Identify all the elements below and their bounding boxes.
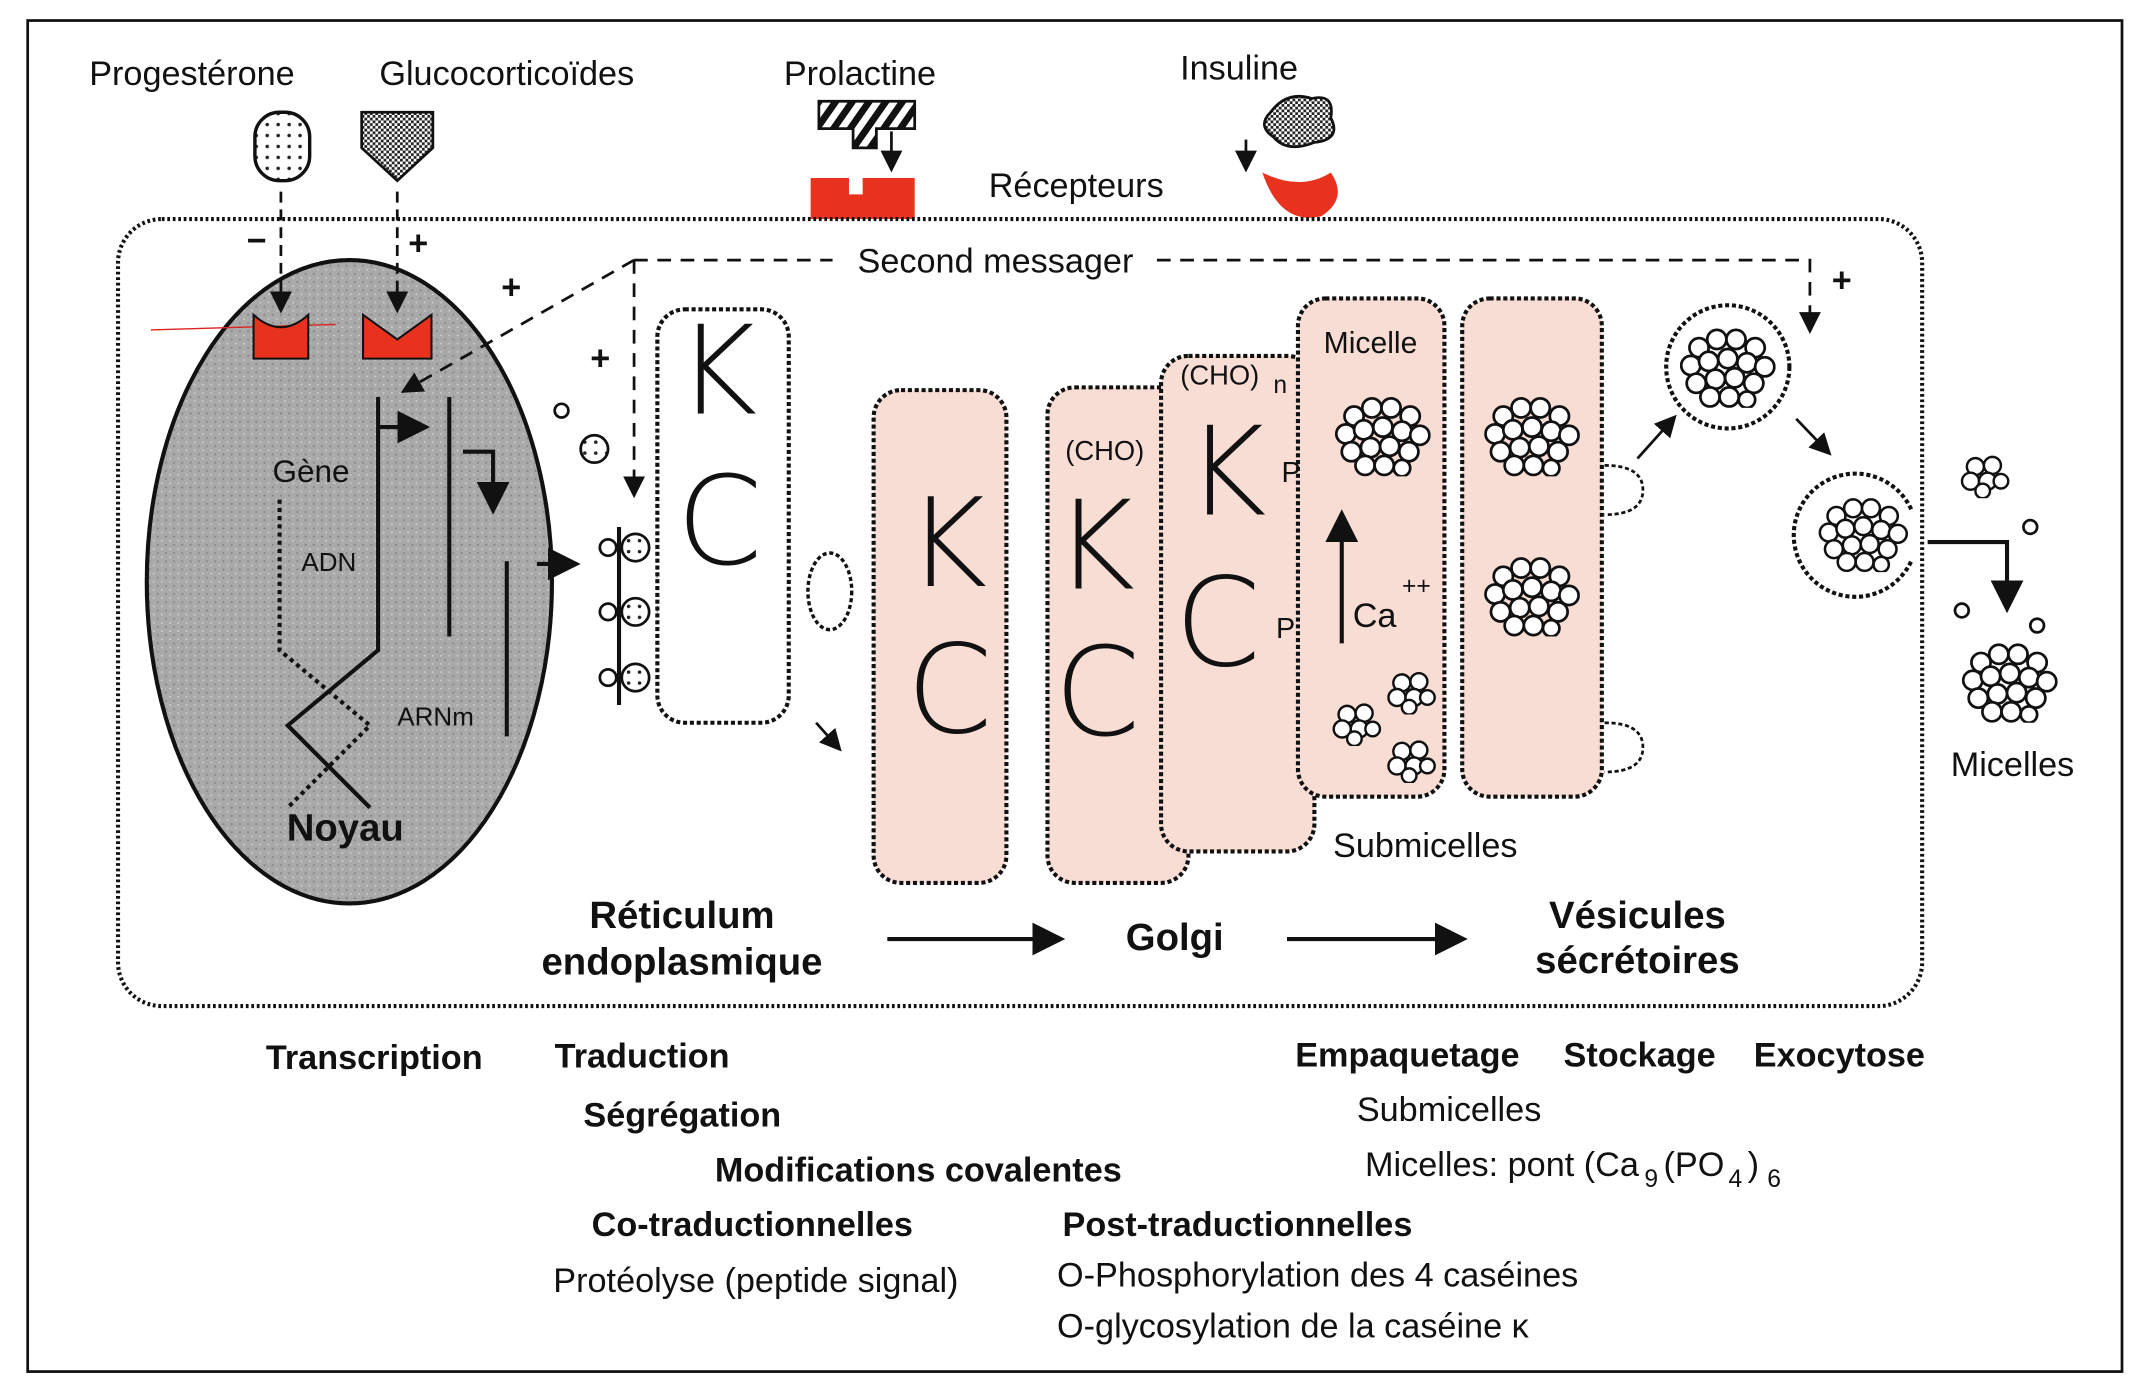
er-to-golgi-arrow — [815, 721, 842, 752]
kappa-casein-k-er: K — [677, 300, 758, 443]
step-glycosylation: O-glycosylation de la caséine κ — [1057, 1307, 1530, 1345]
label-calcium: Ca — [1353, 597, 1398, 635]
insuline-receptor — [1262, 172, 1338, 218]
reticulum-compartment — [655, 307, 791, 725]
step-exocytose: Exocytose — [1754, 1036, 1925, 1074]
label-submicelles: Submicelles — [1333, 827, 1517, 865]
step-cotraductionnelles: Co-traductionnelles — [592, 1206, 913, 1244]
step-stockage: Stockage — [1564, 1036, 1716, 1074]
label-insuline: Insuline — [1180, 49, 1298, 87]
minus-sign: − — [247, 222, 267, 260]
exocytosis-arrow — [1927, 540, 2024, 614]
label-noyau: Noyau — [287, 806, 404, 849]
kappa-casein-k-golgi3: K — [1186, 402, 1267, 545]
second-messenger-paths — [400, 258, 1821, 499]
label-cho: (CHO) — [1065, 435, 1144, 466]
step-proteolyse: Protéolyse (peptide signal) — [553, 1262, 958, 1300]
step-segregation: Ségrégation — [583, 1097, 781, 1135]
label-phospho-k: P — [1282, 457, 1301, 489]
prolactine-receptor — [810, 177, 915, 220]
glucocorticoid-molecule-icon — [360, 110, 435, 183]
transport-vesicle — [806, 551, 854, 632]
plus-sign-er: + — [590, 340, 610, 378]
step-traduction: Traduction — [555, 1038, 730, 1076]
label-arnm: ARNm — [397, 701, 474, 731]
label-calcium-charge: ++ — [1402, 573, 1431, 600]
label-prolactine: Prolactine — [784, 55, 936, 93]
label-progesterone: Progestérone — [89, 55, 294, 93]
label-recepteurs: Récepteurs — [989, 167, 1164, 205]
casein-c-er: C — [677, 451, 763, 594]
released-micelle — [1961, 643, 2058, 723]
glucocorticoid-receptor — [362, 312, 433, 360]
progesterone-molecule-icon — [253, 110, 312, 183]
label-gene: Gène — [273, 454, 350, 489]
to-membrane-arrow — [1795, 417, 1832, 456]
step-transcription: Transcription — [266, 1039, 483, 1077]
label-vesicules-2: sécrétoires — [1535, 939, 1739, 982]
label-glucocorticoides: Glucocorticoïdes — [379, 55, 634, 93]
kappa-casein-k-golgi1: K — [906, 473, 987, 616]
step-empaquetage: Empaquetage — [1295, 1036, 1519, 1074]
progesterone-receptor — [252, 312, 310, 360]
label-reticulum-2: endoplasmique — [541, 941, 822, 984]
step-posttraductionnelles: Post-traductionnelles — [1063, 1206, 1413, 1244]
label-cho-n: (CHO) — [1180, 360, 1259, 391]
to-vesicle-arrow — [1636, 414, 1677, 460]
step-submicelles: Submicelles — [1357, 1091, 1541, 1129]
released-submicelle — [1960, 455, 2010, 499]
step-phosphorylation: O-Phosphorylation des 4 caséines — [1057, 1257, 1578, 1295]
kappa-casein-k-golgi2: K — [1054, 476, 1135, 619]
released-particles — [1953, 518, 2046, 634]
cell-membrane — [115, 216, 1925, 1009]
casein-c-golgi3: C — [1175, 552, 1261, 695]
step-modifications: Modifications covalentes — [715, 1151, 1122, 1189]
label-vesicules-1: Vésicules — [1549, 894, 1726, 937]
insuline-molecule-icon — [1263, 94, 1336, 149]
figure-frame — [26, 19, 2124, 1373]
plus-sign-vesicle: + — [1832, 262, 1852, 300]
label-n: n — [1273, 372, 1287, 399]
casein-c-golgi1: C — [906, 619, 992, 762]
gene-structure — [277, 396, 581, 810]
plus-sign-nucleus: + — [501, 268, 521, 306]
casein-c-golgi2: C — [1054, 622, 1140, 765]
label-reticulum-1: Réticulum — [589, 894, 774, 937]
label-micelles: Micelles — [1951, 746, 2075, 784]
label-second-messager: Second messager — [858, 242, 1134, 280]
budding-vesicles — [1604, 464, 1645, 774]
label-phospho-c: P — [1276, 613, 1295, 645]
label-adn: ADN — [301, 547, 356, 577]
prolactine-molecule-icon — [817, 99, 917, 150]
plus-sign-gluco: + — [408, 225, 428, 263]
label-golgi: Golgi — [1126, 916, 1224, 959]
label-micelle: Micelle — [1324, 327, 1418, 360]
